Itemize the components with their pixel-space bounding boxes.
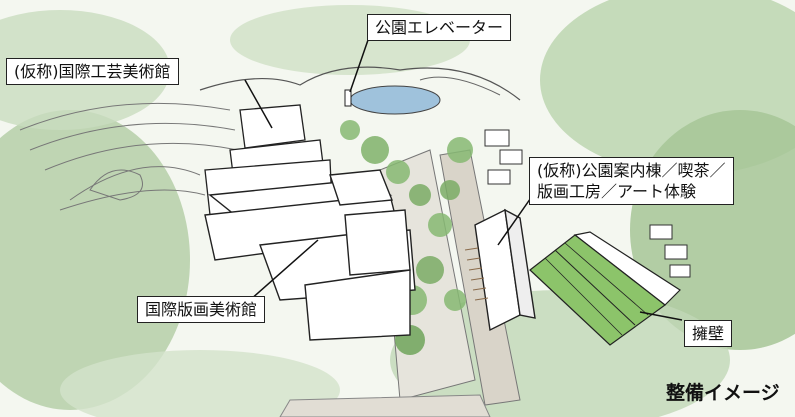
- label-park-elevator: 公園エレベーター: [367, 14, 512, 41]
- ground-bottom-left: [60, 350, 340, 417]
- label-craft-museum: (仮称)国際工芸美術館: [6, 58, 179, 85]
- road: [279, 394, 491, 417]
- label-print-museum: 国際版画美術館: [137, 296, 266, 323]
- label-guide-building-line2: 版画工房／アート体験: [537, 182, 697, 201]
- leader-lines: [244, 39, 683, 321]
- label-guide-building: (仮称)公園案内棟／喫茶／ 版画工房／アート体験: [529, 157, 734, 205]
- park-path-2: [419, 76, 501, 96]
- houses-top-right: [484, 129, 691, 278]
- park-path: [199, 66, 521, 101]
- print-museum-building: [204, 169, 416, 341]
- retaining-wall: [529, 231, 681, 346]
- guide-building: [474, 208, 536, 332]
- stairs: [464, 247, 489, 301]
- label-retaining-wall: 擁壁: [684, 320, 733, 347]
- caption-image-note: 整備イメージ: [666, 382, 780, 404]
- label-guide-building-line1: (仮称)公園案内棟／喫茶／: [537, 161, 726, 180]
- elevator-shaft: [344, 89, 352, 107]
- terrace-lines: [19, 102, 239, 211]
- pond: [349, 85, 441, 115]
